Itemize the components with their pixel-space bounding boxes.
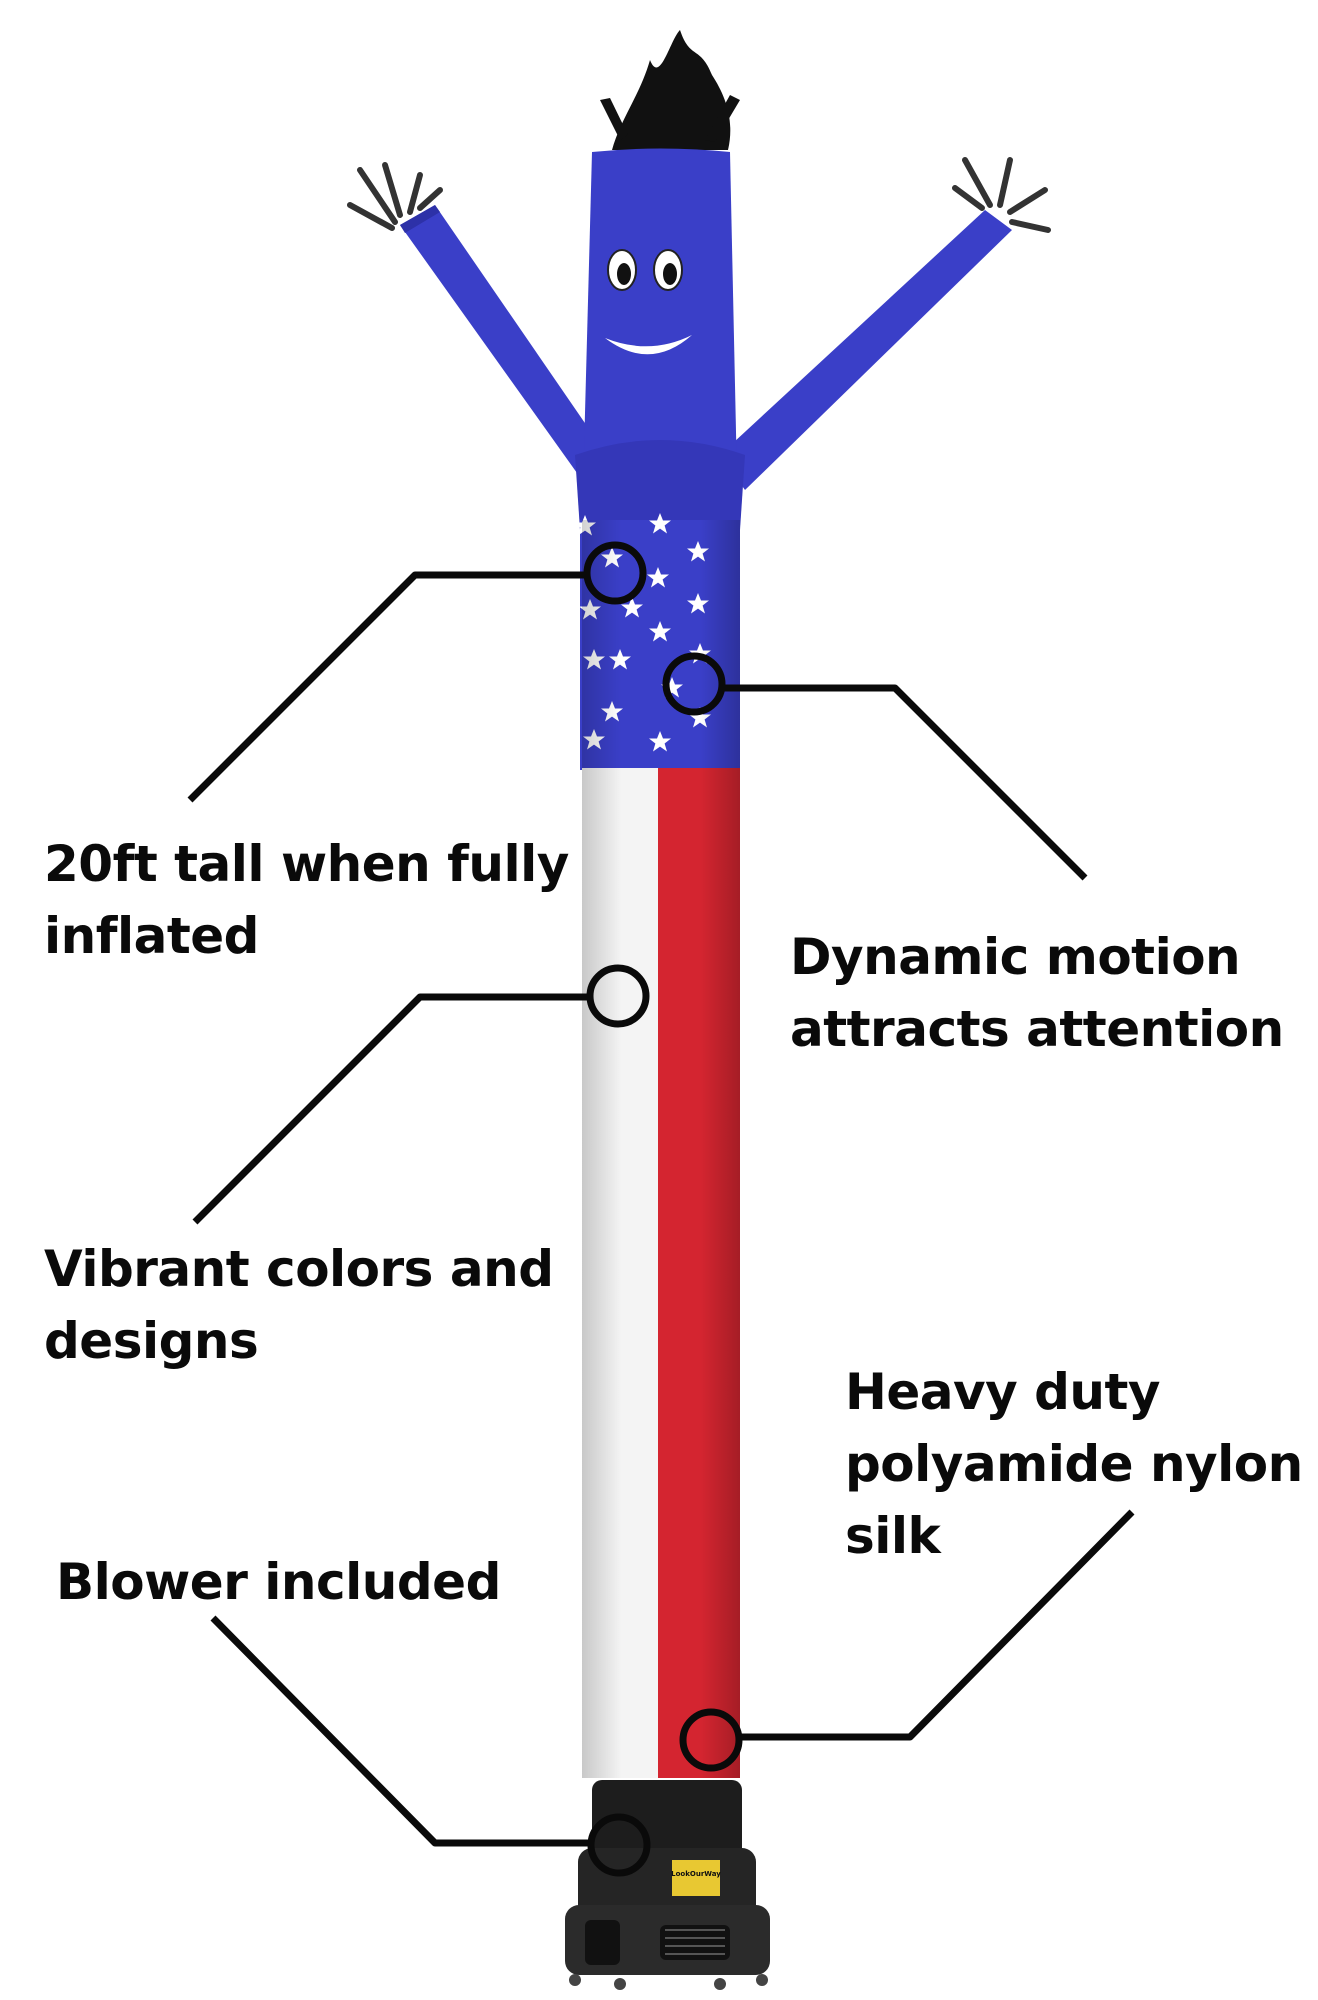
motion-callout-line-1: Dynamic motion xyxy=(790,928,1241,986)
height-callout-line-2: inflated xyxy=(44,907,259,965)
material-callout: Heavy duty polyamide nylon silk xyxy=(845,1356,1303,1572)
height-marker xyxy=(583,541,647,605)
material-leader xyxy=(740,1509,1135,1741)
height-callout-line-1: 20ft tall when fully xyxy=(44,835,569,893)
blower: LookOurWay xyxy=(565,1780,770,1990)
blower-marker xyxy=(587,1813,651,1877)
colors-marker xyxy=(586,964,650,1028)
head xyxy=(575,148,745,530)
motion-callout-line-2: attracts attention xyxy=(790,1000,1284,1058)
material-callout-line-2: polyamide nylon xyxy=(845,1435,1303,1493)
blower-callout: Blower included xyxy=(56,1546,501,1618)
material-callout-line-1: Heavy duty xyxy=(845,1363,1160,1421)
material-marker xyxy=(679,1708,743,1772)
height-callout: 20ft tall when fully inflated xyxy=(44,828,569,972)
left-arm xyxy=(347,162,600,480)
material-callout-line-3: silk xyxy=(845,1507,941,1565)
callout-lines xyxy=(187,541,1135,1877)
blower-brand-text: LookOurWay xyxy=(671,1870,721,1878)
right-arm xyxy=(720,157,1051,490)
colors-callout: Vibrant colors and designs xyxy=(44,1233,554,1377)
motion-callout: Dynamic motion attracts attention xyxy=(790,921,1284,1065)
colors-leader xyxy=(192,993,590,1225)
blower-leader xyxy=(210,1615,593,1847)
top-streamers xyxy=(600,30,740,150)
colors-callout-line-1: Vibrant colors and xyxy=(44,1240,554,1298)
height-leader xyxy=(187,571,590,803)
striped-tube xyxy=(582,520,740,1778)
motion-leader xyxy=(723,684,1088,881)
colors-callout-line-2: designs xyxy=(44,1312,259,1370)
blower-callout-line-1: Blower included xyxy=(56,1553,501,1611)
motion-marker xyxy=(662,652,726,716)
